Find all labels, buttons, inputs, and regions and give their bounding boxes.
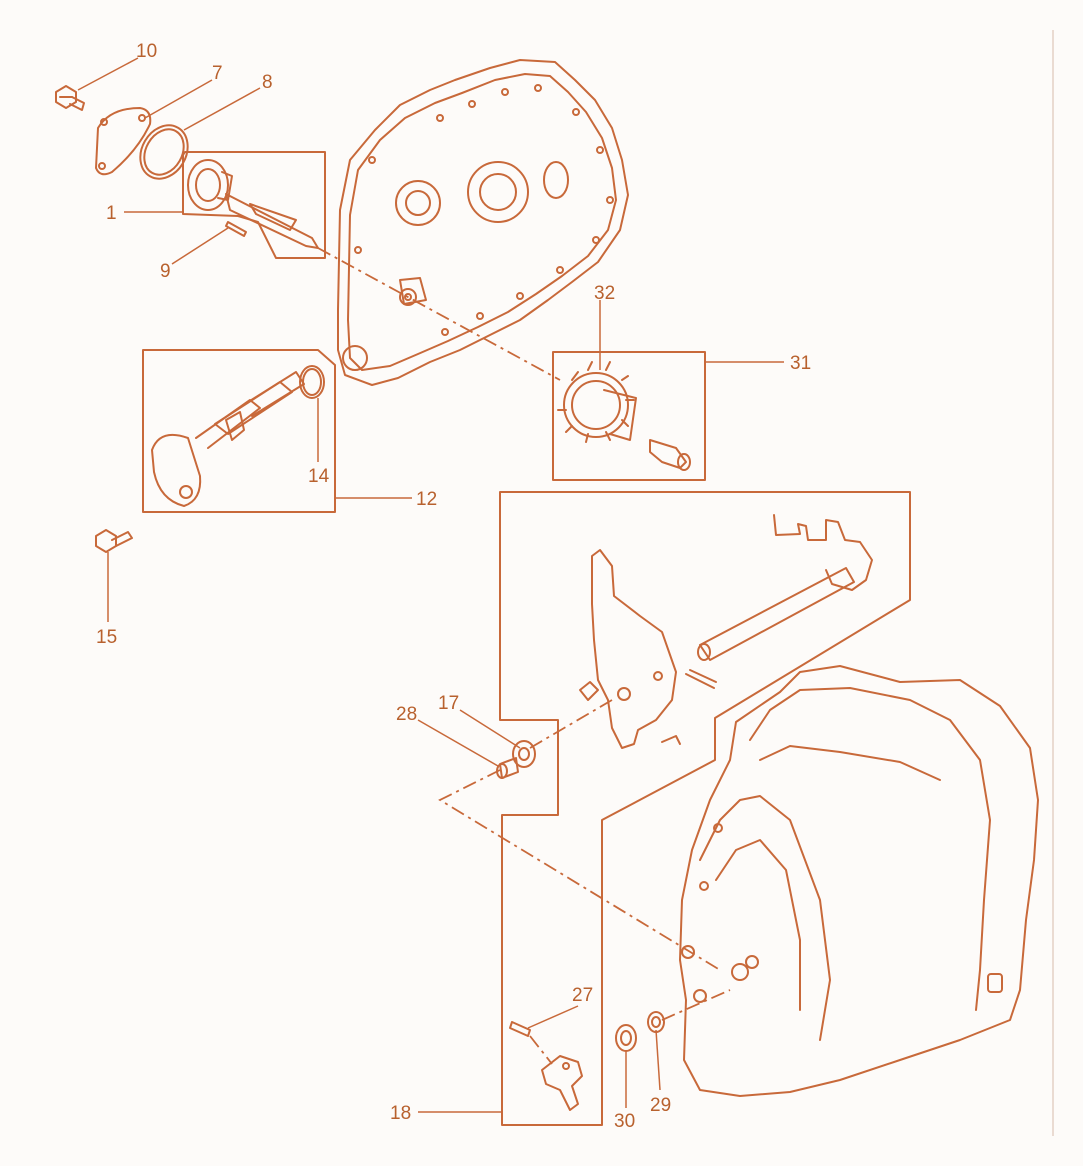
pin-9 bbox=[225, 221, 247, 237]
callout-10: 10 bbox=[136, 41, 157, 62]
callout-1: 1 bbox=[106, 203, 117, 224]
governor-gear-assembly-31 bbox=[552, 351, 706, 481]
seal-30 bbox=[615, 1024, 637, 1052]
callout-18: 18 bbox=[390, 1103, 411, 1124]
governor-arm-assembly-18 bbox=[496, 491, 911, 1126]
callout-8: 8 bbox=[262, 72, 273, 93]
callout-9: 9 bbox=[160, 261, 171, 282]
strainer-assembly-12 bbox=[142, 349, 336, 513]
bolt-15 bbox=[95, 529, 133, 553]
callout-30: 30 bbox=[614, 1111, 635, 1132]
gear-case-cover bbox=[337, 59, 629, 386]
leader-lines bbox=[77, 57, 784, 1113]
assembly-lines bbox=[317, 247, 731, 1065]
bolt-10 bbox=[55, 85, 85, 111]
callout-17: 17 bbox=[438, 693, 459, 714]
o-ring-14 bbox=[299, 365, 325, 399]
callout-32: 32 bbox=[594, 283, 615, 304]
crankcase bbox=[679, 665, 1039, 1097]
callout-15: 15 bbox=[96, 627, 117, 648]
callout-31: 31 bbox=[790, 353, 811, 374]
line-art bbox=[55, 59, 1039, 1126]
callout-27: 27 bbox=[572, 985, 593, 1006]
callout-28: 28 bbox=[396, 704, 417, 725]
callout-14: 14 bbox=[308, 466, 330, 487]
oil-pump-assembly-1 bbox=[182, 151, 326, 259]
callout-12: 12 bbox=[416, 489, 437, 510]
washer-29 bbox=[647, 1011, 665, 1033]
right-margin-divider bbox=[1052, 30, 1054, 1136]
callout-29: 29 bbox=[650, 1095, 671, 1116]
callout-7: 7 bbox=[212, 63, 223, 84]
callout-labels: 10 7 8 1 9 32 31 14 12 15 28 17 27 18 29… bbox=[96, 41, 811, 1132]
